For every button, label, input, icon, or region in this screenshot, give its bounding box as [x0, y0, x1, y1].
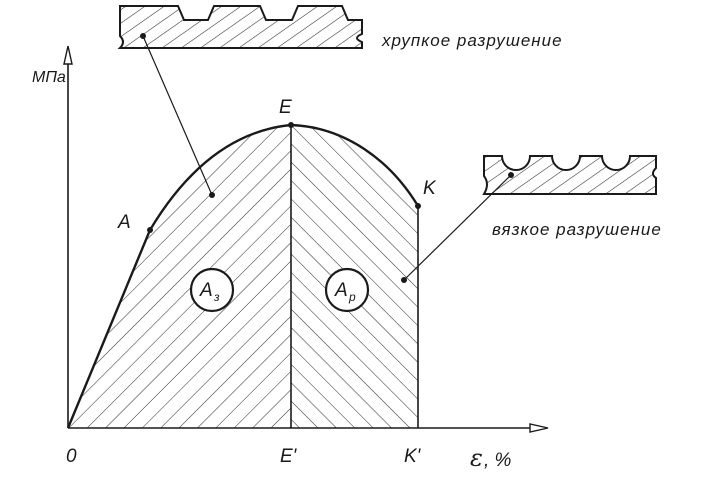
point-a-marker: [147, 227, 153, 233]
region-left-circle: [189, 267, 235, 313]
brittle-leader-line: [142, 35, 213, 196]
ductile-specimen: [482, 155, 657, 195]
brittle-specimen: [117, 5, 363, 49]
x-axis-unit: , %: [484, 450, 512, 471]
x-axis-arrow-icon: [529, 423, 549, 433]
point-e-marker: [288, 122, 294, 128]
x-axis-symbol: ε: [470, 444, 483, 472]
region-right-circle: [324, 267, 370, 313]
caption-brittle: хрупкое разрушение: [381, 31, 563, 50]
ductile-leader-line: [403, 174, 512, 281]
region-right-label: A: [334, 280, 348, 301]
y-axis-arrow-icon: [63, 45, 73, 65]
work-area-left: [68, 125, 291, 428]
label-e: E: [279, 97, 292, 118]
region-left-subscript: з: [213, 290, 220, 304]
region-right-subscript: р: [348, 290, 356, 304]
caption-ductile: вязкое разрушение: [492, 220, 662, 239]
y-axis-unit: МПа: [32, 69, 66, 86]
point-k-marker: [415, 203, 421, 209]
brittle-leader-end: [209, 192, 215, 198]
label-k: K: [423, 178, 437, 199]
label-a: A: [117, 212, 131, 233]
ductile-leader-end: [401, 277, 407, 283]
label-k-prime: K': [404, 446, 422, 467]
label-origin: 0: [66, 446, 77, 467]
region-left-label: A: [199, 280, 213, 301]
label-e-prime: E': [280, 446, 298, 467]
